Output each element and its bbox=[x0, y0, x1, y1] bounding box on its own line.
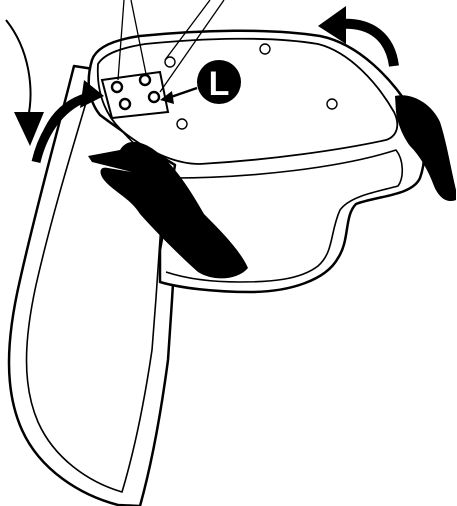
seat-hole bbox=[260, 44, 270, 54]
bracket-hole bbox=[120, 99, 130, 109]
seat-hole bbox=[327, 99, 337, 109]
bracket-hole bbox=[140, 75, 150, 85]
bracket-hole bbox=[112, 82, 122, 92]
mounting-bracket bbox=[102, 72, 168, 118]
bracket-hole bbox=[149, 92, 159, 102]
seat-hole bbox=[177, 119, 187, 129]
callout-letter: L bbox=[209, 65, 230, 103]
curved-arrow-icon bbox=[6, 20, 30, 118]
